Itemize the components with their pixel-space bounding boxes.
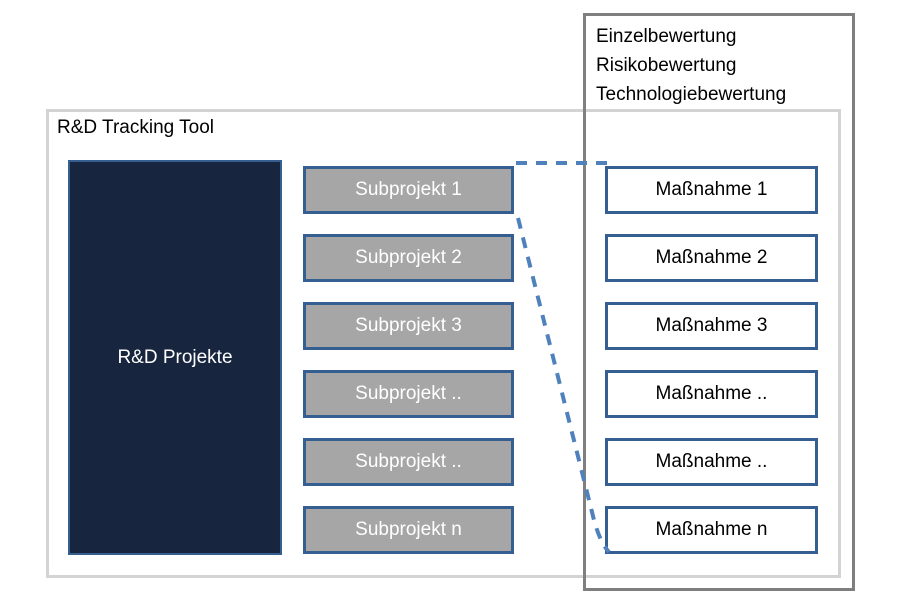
subprojekt-box-dots-b: Subprojekt .. <box>303 438 514 486</box>
rd-projekte-label: R&D Projekte <box>117 346 233 368</box>
massnahme-box-2: Maßnahme 2 <box>605 234 818 282</box>
subprojekt-box-dots-a: Subprojekt .. <box>303 370 514 418</box>
rd-projekte-box: R&D Projekte <box>68 160 282 555</box>
subprojekt-label: Subprojekt 1 <box>355 179 462 200</box>
massnahme-label: Maßnahme .. <box>655 383 768 404</box>
subprojekt-label: Subprojekt 2 <box>355 247 462 268</box>
rd-tracking-tool-title: R&D Tracking Tool <box>57 117 214 138</box>
massnahme-box-dots-a: Maßnahme .. <box>605 370 818 418</box>
massnahme-label: Maßnahme 1 <box>655 179 768 200</box>
massnahme-label: Maßnahme 2 <box>655 247 768 268</box>
massnahme-box-1: Maßnahme 1 <box>605 166 818 214</box>
massnahme-box-3: Maßnahme 3 <box>605 302 818 350</box>
rd-tracking-tool-container <box>46 109 841 578</box>
subprojekt-box-2: Subprojekt 2 <box>303 234 514 282</box>
subprojekt-box-n: Subprojekt n <box>303 506 514 554</box>
evaluation-line-technologiebewertung: Technologiebewertung <box>596 84 787 105</box>
massnahme-label: Maßnahme n <box>655 519 768 540</box>
evaluation-panel-labels: Einzelbewertung Risikobewertung Technolo… <box>596 22 786 109</box>
massnahme-label: Maßnahme .. <box>655 451 768 472</box>
massnahme-label: Maßnahme 3 <box>655 315 768 336</box>
subprojekt-label: Subprojekt n <box>355 519 462 540</box>
massnahme-box-n: Maßnahme n <box>605 506 818 554</box>
evaluation-line-einzelbewertung: Einzelbewertung <box>596 26 737 47</box>
subprojekt-box-3: Subprojekt 3 <box>303 302 514 350</box>
massnahme-box-dots-b: Maßnahme .. <box>605 438 818 486</box>
evaluation-line-risikobewertung: Risikobewertung <box>596 55 737 76</box>
subprojekt-label: Subprojekt 3 <box>355 315 462 336</box>
subprojekt-box-1: Subprojekt 1 <box>303 166 514 214</box>
subprojekt-label: Subprojekt .. <box>355 383 462 404</box>
subprojekt-label: Subprojekt .. <box>355 451 462 472</box>
